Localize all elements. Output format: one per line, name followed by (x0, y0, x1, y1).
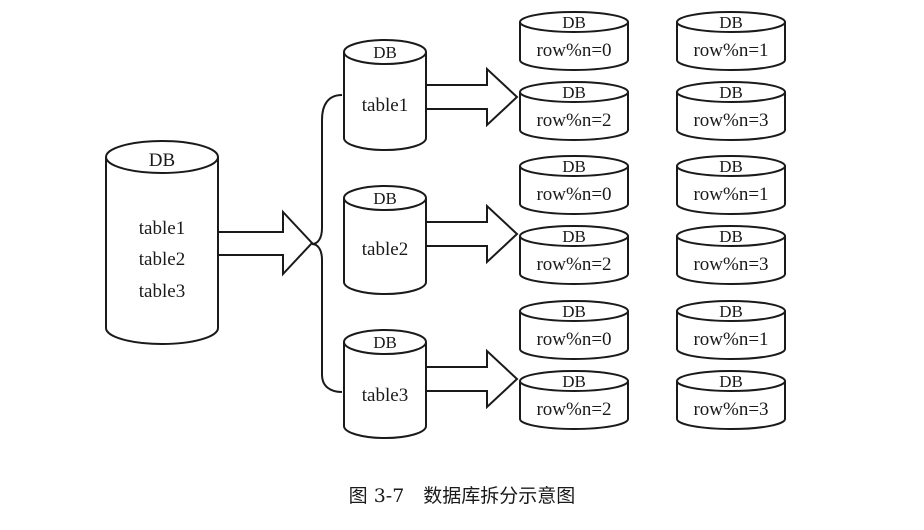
shard-rule: row%n=2 (536, 399, 611, 420)
table-db-1: DB table1 (343, 39, 427, 151)
shard-db-label: DB (719, 227, 743, 246)
shard-db-2-2: DB row%n=2 (519, 225, 629, 285)
shard-rule: row%n=0 (536, 329, 611, 350)
shard-rule: row%n=0 (536, 184, 611, 205)
shard-db-label: DB (562, 227, 586, 246)
shard-db-1-3: DB row%n=3 (676, 81, 786, 141)
shard-db-label: DB (719, 83, 743, 102)
shard-db-label: DB (562, 372, 586, 391)
shard-db-label: DB (562, 13, 586, 32)
figure-caption: 图 3-7 数据库拆分示意图 (349, 485, 576, 507)
shard-db-3-2: DB row%n=2 (519, 370, 629, 430)
shard-rule: row%n=3 (693, 110, 768, 131)
source-table-2: table2 (139, 249, 185, 270)
shard-db-1-1: DB row%n=1 (676, 11, 786, 71)
shard-arrow-2 (425, 203, 519, 265)
source-db-cylinder: DB table1 table2 table3 (105, 140, 219, 345)
source-table-3: table3 (139, 281, 185, 302)
source-db-label: DB (149, 150, 175, 171)
shard-arrow-3 (425, 348, 519, 410)
table-db-2-table: table2 (362, 239, 408, 260)
shard-db-2-3: DB row%n=3 (676, 225, 786, 285)
shard-db-label: DB (719, 372, 743, 391)
shard-db-label: DB (719, 13, 743, 32)
source-table-1: table1 (139, 218, 185, 239)
shard-db-2-0: DB row%n=0 (519, 155, 629, 215)
shard-rule: row%n=1 (693, 329, 768, 350)
shard-db-label: DB (562, 157, 586, 176)
shard-grid: DBrow%n=0DBrow%n=1DBrow%n=2DBrow%n=3DBro… (519, 11, 786, 430)
table-db-2: DB table2 (343, 185, 427, 295)
shard-db-label: DB (719, 157, 743, 176)
table-db-3-table: table3 (362, 385, 408, 406)
shard-rule: row%n=1 (693, 40, 768, 61)
shard-rule: row%n=2 (536, 254, 611, 275)
shard-db-3-3: DB row%n=3 (676, 370, 786, 430)
shard-db-label: DB (719, 302, 743, 321)
table-db-1-table: table1 (362, 95, 408, 116)
shard-rule: row%n=2 (536, 110, 611, 131)
table-db-2-label: DB (373, 189, 397, 208)
shard-db-label: DB (562, 83, 586, 102)
table-db-3-label: DB (373, 333, 397, 352)
shard-rule: row%n=0 (536, 40, 611, 61)
shard-rule: row%n=3 (693, 254, 768, 275)
shard-db-1-2: DB row%n=2 (519, 81, 629, 141)
shard-db-3-1: DB row%n=1 (676, 300, 786, 360)
split-arrow (217, 209, 314, 277)
table-db-3: DB table3 (343, 329, 427, 439)
shard-db-2-1: DB row%n=1 (676, 155, 786, 215)
shard-db-3-0: DB row%n=0 (519, 300, 629, 360)
shard-rule: row%n=1 (693, 184, 768, 205)
table-db-1-label: DB (373, 43, 397, 62)
shard-arrow-1 (425, 66, 519, 128)
shard-db-1-0: DB row%n=0 (519, 11, 629, 71)
fan-out-brace (311, 94, 343, 393)
shard-rule: row%n=3 (693, 399, 768, 420)
shard-db-label: DB (562, 302, 586, 321)
